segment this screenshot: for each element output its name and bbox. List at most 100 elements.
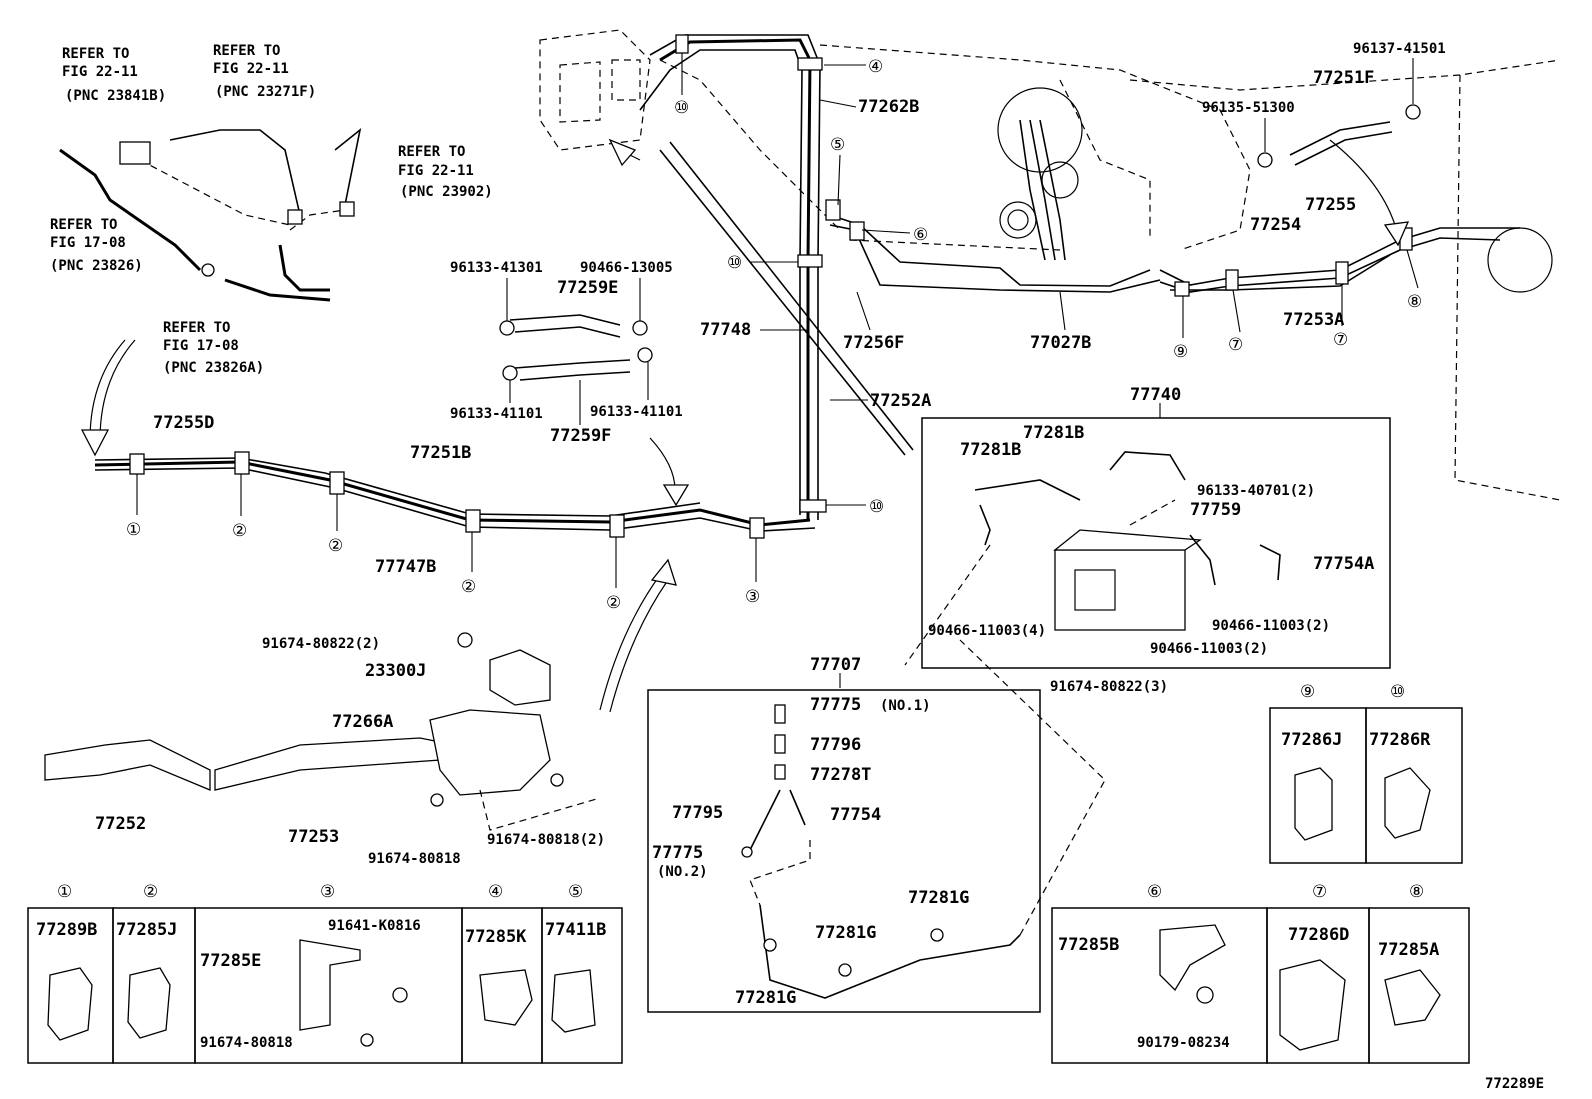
fuel-line-bundle bbox=[94, 34, 1553, 532]
table-callout-8: ⑧ bbox=[1409, 882, 1424, 902]
direction-arrows bbox=[80, 138, 1410, 713]
label-77759: 77759 bbox=[1190, 500, 1241, 520]
clamp-table-9-10: ⑨ ⑩ 77286J 77286R bbox=[1269, 682, 1463, 864]
refer-note-2-line3: (PNC 23271F) bbox=[215, 84, 316, 100]
callout-3: ③ bbox=[745, 587, 760, 607]
label-no2: (NO.2) bbox=[657, 864, 708, 880]
label-90466-11003-2b: 90466-11003(2) bbox=[1150, 641, 1268, 657]
table-77285A: 77285A bbox=[1378, 940, 1439, 960]
vapor-line-detail bbox=[741, 639, 1106, 999]
label-77252A: 77252A bbox=[870, 391, 931, 411]
table-callout-4: ④ bbox=[488, 882, 503, 902]
label-77253: 77253 bbox=[288, 827, 339, 847]
label-96133-40701-2: 96133-40701(2) bbox=[1197, 483, 1315, 499]
table-77285E: 77285E bbox=[200, 951, 261, 971]
label-77281G-bottom: 77281G bbox=[735, 988, 796, 1008]
table-77285J: 77285J bbox=[116, 920, 177, 940]
callout-2c: ② bbox=[461, 577, 476, 597]
fuel-pump-assembly bbox=[997, 87, 1083, 261]
label-77796: 77796 bbox=[810, 735, 861, 755]
table-callout-7: ⑦ bbox=[1312, 882, 1327, 902]
label-77254: 77254 bbox=[1250, 215, 1301, 235]
label-91674-80818-2: 91674-80818(2) bbox=[487, 832, 605, 848]
table-callout-5: ⑤ bbox=[568, 882, 583, 902]
callout-2b: ② bbox=[328, 536, 343, 556]
label-77259F: 77259F bbox=[550, 426, 611, 446]
label-77795: 77795 bbox=[672, 803, 723, 823]
table-91674-80818: 91674-80818 bbox=[200, 1035, 293, 1051]
refer-note-2-line1: REFER TO bbox=[213, 43, 280, 59]
label-77754: 77754 bbox=[830, 805, 881, 825]
filler-pipe-group bbox=[59, 128, 362, 302]
refer-note-2-line2: FIG 22-11 bbox=[213, 61, 289, 77]
callout-10c: ⑩ bbox=[869, 497, 884, 517]
refer-note-4-line1: REFER TO bbox=[50, 217, 117, 233]
callout-10a: ⑩ bbox=[674, 98, 689, 118]
label-77740: 77740 bbox=[1130, 385, 1181, 405]
label-96135-51300: 96135-51300 bbox=[1202, 100, 1295, 116]
table-callout-1: ① bbox=[57, 882, 72, 902]
label-77259E: 77259E bbox=[557, 278, 618, 298]
label-77251B: 77251B bbox=[410, 443, 471, 463]
label-96133-41101-left: 96133-41101 bbox=[450, 406, 543, 422]
label-no1: (NO.1) bbox=[880, 698, 931, 714]
label-77754A: 77754A bbox=[1313, 554, 1374, 574]
label-77281B-right: 77281B bbox=[1023, 423, 1084, 443]
refer-note-4-line2: FIG 17-08 bbox=[50, 235, 126, 251]
table-77286D: 77286D bbox=[1288, 925, 1349, 945]
label-77278T: 77278T bbox=[810, 765, 871, 785]
callout-5: ⑤ bbox=[830, 135, 845, 155]
callout-7b: ⑦ bbox=[1333, 330, 1348, 350]
label-91674-80818: 91674-80818 bbox=[368, 851, 461, 867]
callout-9: ⑨ bbox=[1173, 342, 1188, 362]
table-77289B: 77289B bbox=[36, 920, 97, 940]
label-77262B: 77262B bbox=[858, 97, 919, 117]
label-77747B: 77747B bbox=[375, 557, 436, 577]
clamp-table-6-8: ⑥ ⑦ ⑧ 77285B 90179-08234 77286D 77285A bbox=[1051, 882, 1470, 1064]
label-77253A: 77253A bbox=[1283, 310, 1344, 330]
charcoal-canister bbox=[904, 451, 1281, 666]
callout-7a: ⑦ bbox=[1228, 335, 1243, 355]
label-77281G-mid: 77281G bbox=[815, 923, 876, 943]
table-77285K: 77285K bbox=[465, 927, 527, 947]
drawing-number: 772289E bbox=[1485, 1076, 1544, 1092]
refer-note-4: REFER TO FIG 17-08 (PNC 23826) bbox=[50, 217, 143, 274]
refer-note-1: REFER TO FIG 22-11 (PNC 23841B) bbox=[62, 46, 166, 104]
label-90466-11003-4: 90466-11003(4) bbox=[928, 623, 1046, 639]
label-77252: 77252 bbox=[95, 814, 146, 834]
label-91674-80822-2: 91674-80822(2) bbox=[262, 636, 380, 652]
label-77255D: 77255D bbox=[153, 413, 214, 433]
callout-4: ④ bbox=[868, 57, 883, 77]
table-callout-3: ③ bbox=[320, 882, 335, 902]
label-77775-no2: 77775 bbox=[652, 843, 703, 863]
table-callout-10: ⑩ bbox=[1390, 682, 1405, 702]
callout-2a: ② bbox=[232, 521, 247, 541]
table-77286R: 77286R bbox=[1369, 730, 1431, 750]
label-90466-13005: 90466-13005 bbox=[580, 260, 673, 276]
part-labels: 77255D 77251B 77747B 77262B 77748 77252A… bbox=[95, 41, 1446, 1008]
callout-1: ① bbox=[126, 520, 141, 540]
label-23300J: 23300J bbox=[365, 661, 426, 681]
refer-note-1-line2: FIG 22-11 bbox=[62, 64, 138, 80]
table-77411B: 77411B bbox=[545, 920, 606, 940]
refer-note-1-line3: (PNC 23841B) bbox=[65, 88, 166, 104]
breather-hoses bbox=[499, 104, 1421, 381]
label-77707: 77707 bbox=[810, 655, 861, 675]
table-callout-9: ⑨ bbox=[1300, 682, 1315, 702]
label-96137-41501: 96137-41501 bbox=[1353, 41, 1446, 57]
refer-note-5-line2: FIG 17-08 bbox=[163, 338, 239, 354]
refer-note-3-line3: (PNC 23902) bbox=[400, 184, 493, 200]
refer-note-4-line3: (PNC 23826) bbox=[50, 258, 143, 274]
label-96133-41301: 96133-41301 bbox=[450, 260, 543, 276]
refer-note-5-line3: (PNC 23826A) bbox=[163, 360, 264, 376]
label-90466-11003-2a: 90466-11003(2) bbox=[1212, 618, 1330, 634]
label-77266A: 77266A bbox=[332, 712, 393, 732]
table-91641-K0816: 91641-K0816 bbox=[328, 918, 421, 934]
canister-inset bbox=[921, 417, 1391, 669]
label-77281G-top: 77281G bbox=[908, 888, 969, 908]
leader-lines bbox=[136, 53, 1419, 688]
refer-note-3: REFER TO FIG 22-11 (PNC 23902) bbox=[398, 144, 493, 200]
table-90179-08234: 90179-08234 bbox=[1137, 1035, 1230, 1051]
label-77256F: 77256F bbox=[843, 333, 904, 353]
